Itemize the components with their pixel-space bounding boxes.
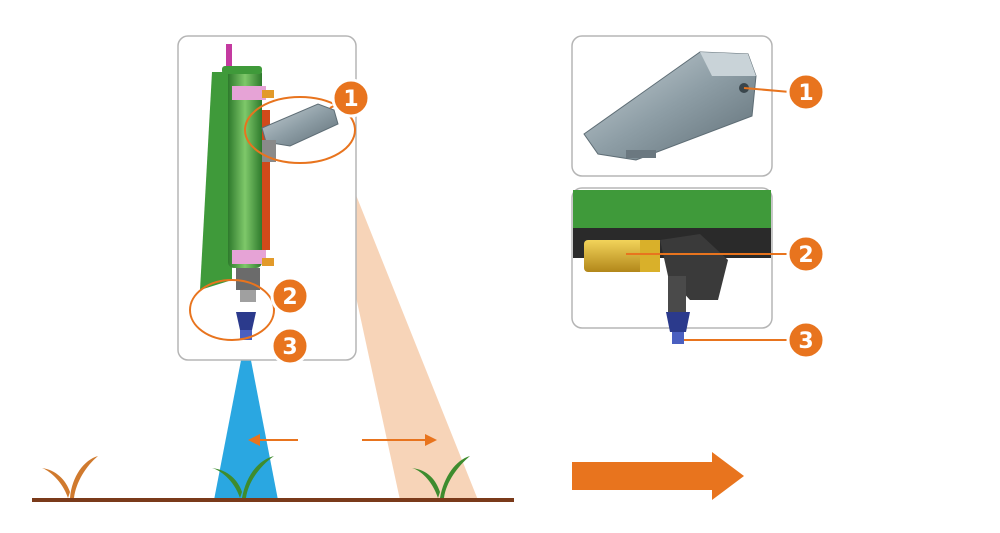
detail-callout-badge-1: 1 (786, 72, 826, 112)
nozzle-icon (236, 312, 256, 340)
callout-badge-3: 3 (270, 326, 310, 366)
nozzle-icon (666, 312, 690, 344)
valve-icon (584, 234, 728, 312)
detail-callout-badge-3: 3 (786, 320, 826, 360)
plant-icon (412, 456, 470, 498)
callout-badge-1: 1 (329, 78, 371, 118)
boom-assembly (200, 44, 274, 302)
plant-icon (212, 456, 274, 498)
callout-label: 3 (282, 335, 297, 360)
callout-label: 3 (798, 329, 813, 354)
soil-line (32, 498, 514, 502)
callout-label: 1 (343, 87, 358, 112)
callout-badge-2: 2 (270, 276, 310, 316)
detail-callout-badge-2: 2 (786, 234, 826, 274)
plant-icon (42, 456, 98, 498)
direction-arrow-icon (572, 452, 744, 500)
callout-label: 2 (798, 243, 813, 268)
sensor-detection-beam (322, 140, 478, 500)
nozzle-callout-ring (189, 279, 275, 341)
callout-label: 1 (798, 81, 813, 106)
spray-fan (214, 350, 278, 500)
sensor-callout-ring (244, 96, 356, 164)
callout-label: 2 (282, 285, 297, 310)
spray-width-arrows (248, 434, 437, 446)
